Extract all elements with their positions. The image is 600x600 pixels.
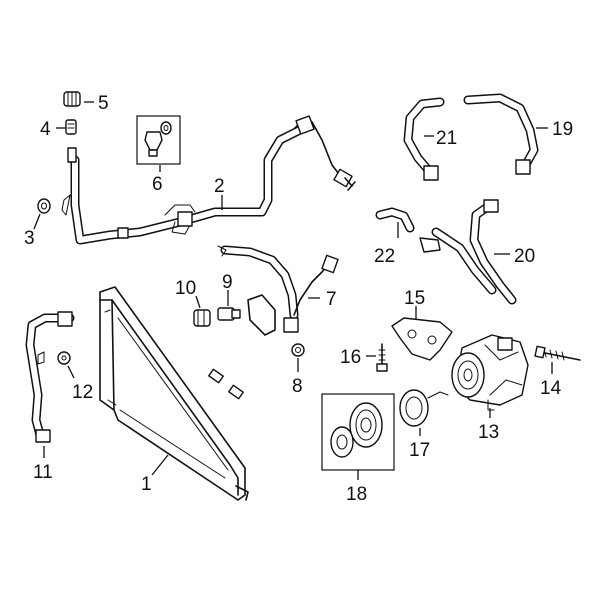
hose-part-20[interactable] xyxy=(419,199,517,305)
callout-12: 12 xyxy=(72,382,93,403)
clutch-coil-part[interactable] xyxy=(399,389,449,427)
discharge-line-part[interactable] xyxy=(217,245,339,336)
callout-10: 10 xyxy=(175,278,196,299)
callout-15: 15 xyxy=(404,288,425,309)
o-ring-part-8[interactable] xyxy=(291,343,305,357)
callout-8: 8 xyxy=(292,376,303,397)
valve-part-4[interactable] xyxy=(65,119,77,135)
suction-line-part[interactable] xyxy=(61,115,356,245)
callout-19: 19 xyxy=(552,119,573,140)
callout-labels: 1 2 3 4 5 6 7 8 9 10 11 12 13 14 15 16 1… xyxy=(24,93,573,505)
callout-6: 6 xyxy=(152,174,163,195)
liquid-line-part[interactable] xyxy=(25,311,75,443)
callout-9: 9 xyxy=(222,272,233,293)
sensor-part-9[interactable] xyxy=(217,307,241,321)
callout-11: 11 xyxy=(33,462,53,483)
callout-13: 13 xyxy=(478,422,499,443)
callout-3: 3 xyxy=(24,228,35,249)
callout-1: 1 xyxy=(141,474,152,495)
hose-part-21[interactable] xyxy=(403,97,445,181)
callout-18: 18 xyxy=(346,484,367,505)
callout-7: 7 xyxy=(326,289,337,310)
washer-part-12[interactable] xyxy=(57,351,71,365)
callout-5: 5 xyxy=(98,93,109,114)
bracket-part-15[interactable] xyxy=(391,317,453,361)
pressure-switch-part-6[interactable] xyxy=(136,115,181,165)
callout-16: 16 xyxy=(340,347,361,368)
cap-part-5[interactable] xyxy=(63,91,81,107)
callout-17: 17 xyxy=(409,440,430,461)
callout-14: 14 xyxy=(540,378,562,399)
fitting-part-10[interactable] xyxy=(193,309,211,327)
hose-part-22[interactable] xyxy=(375,207,415,233)
condenser-part[interactable] xyxy=(99,286,249,501)
clutch-assembly-part[interactable] xyxy=(321,393,395,471)
compressor-part[interactable] xyxy=(451,334,529,411)
callout-20: 20 xyxy=(514,246,535,267)
washer-part-3[interactable] xyxy=(37,198,51,214)
callout-2: 2 xyxy=(214,176,225,197)
hose-part-19[interactable] xyxy=(463,93,539,175)
callout-4: 4 xyxy=(40,119,51,140)
callout-22: 22 xyxy=(374,246,395,267)
bolt-part-16[interactable] xyxy=(376,343,388,372)
leader-lines xyxy=(33,101,553,480)
callout-21: 21 xyxy=(436,128,457,149)
bolt-part-14[interactable] xyxy=(534,345,581,361)
